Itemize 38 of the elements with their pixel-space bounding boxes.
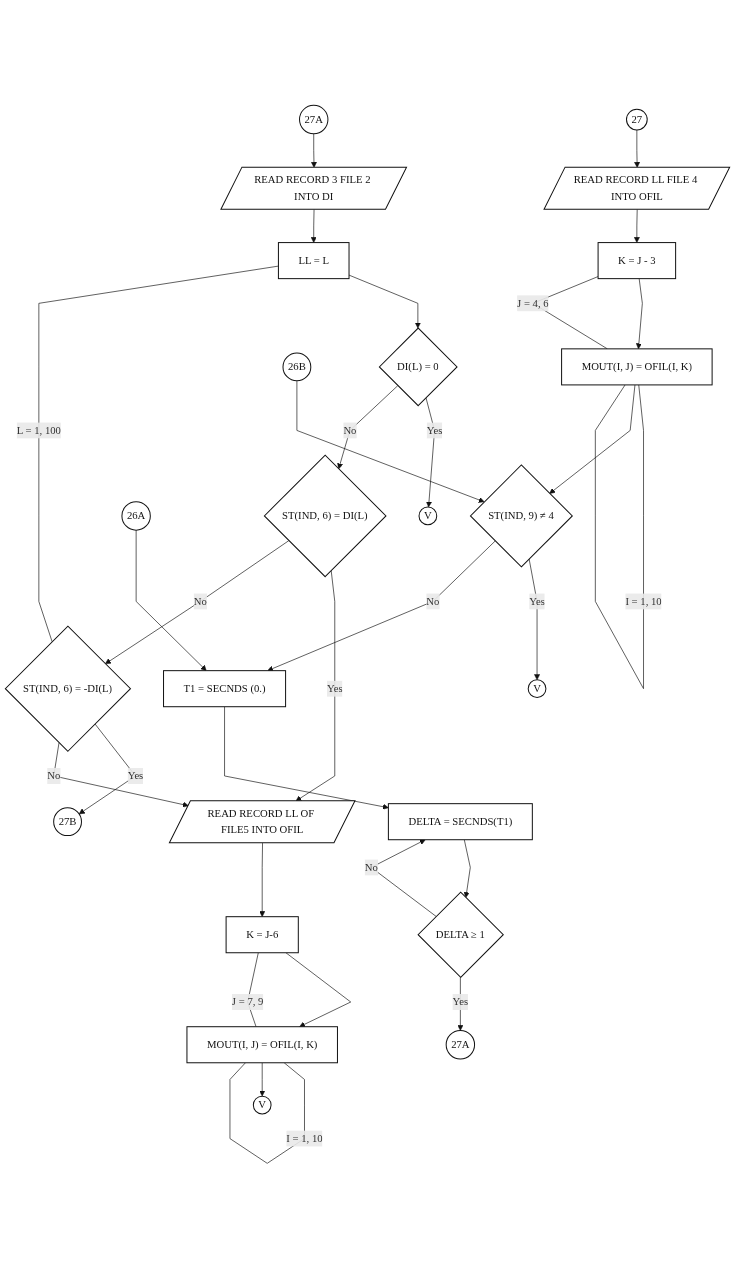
node-circle: V bbox=[252, 1095, 272, 1115]
edge-label: I = 1, 10 bbox=[286, 1132, 323, 1145]
node-diamond: DELTA ≥ 1 bbox=[417, 891, 504, 978]
edge-label: Yes bbox=[529, 595, 545, 607]
connector bbox=[38, 265, 279, 643]
node-circle: V bbox=[527, 679, 547, 699]
edge-label: No bbox=[364, 861, 378, 873]
edge-label: Yes bbox=[127, 770, 144, 782]
node-circle: 26A bbox=[121, 501, 151, 531]
node-diamond: DI(L) = 0 bbox=[378, 327, 458, 407]
node-box: K = J-6 bbox=[225, 916, 299, 954]
node-diamond: ST(IND, 6) = DI(L) bbox=[263, 454, 387, 578]
edge-label: Yes bbox=[426, 424, 443, 436]
node-circle: V bbox=[418, 506, 438, 526]
node-box: MOUT(I, J) = OFIL(I, K) bbox=[186, 1026, 338, 1064]
node-box: T1 = SECNDS (0.) bbox=[163, 670, 287, 708]
node-diamond: ST(IND, 6) = -DI(L) bbox=[4, 625, 131, 752]
node-circle: 27A bbox=[445, 1030, 476, 1060]
node-diamond: ST(IND, 9) ≠ 4 bbox=[469, 464, 573, 568]
node-circle: 27B bbox=[53, 807, 82, 837]
node-box: LL = L bbox=[277, 242, 350, 280]
node-box: K = J - 3 bbox=[597, 242, 677, 280]
edge-label: No bbox=[47, 770, 61, 782]
edge-label: Yes bbox=[452, 996, 469, 1008]
edge-label: No bbox=[426, 595, 440, 607]
edge-label: J = 4, 6 bbox=[517, 297, 549, 309]
edge-label: Yes bbox=[327, 682, 343, 695]
node-box: MOUT(I, J) = OFIL(I, K) bbox=[561, 348, 713, 386]
node-circle: 27 bbox=[626, 108, 648, 131]
edge-label: I = 1, 10 bbox=[625, 595, 662, 607]
edge-label: No bbox=[193, 595, 207, 607]
edge-label: J = 7, 9 bbox=[231, 996, 264, 1008]
edge-label: L = 1, 100 bbox=[16, 424, 61, 436]
node-circle: 27A bbox=[299, 104, 329, 135]
node-circle: 26B bbox=[282, 352, 312, 382]
edge-label: No bbox=[343, 424, 357, 436]
connector bbox=[595, 384, 644, 690]
node-box: DELTA = SECNDS(T1) bbox=[387, 803, 533, 841]
